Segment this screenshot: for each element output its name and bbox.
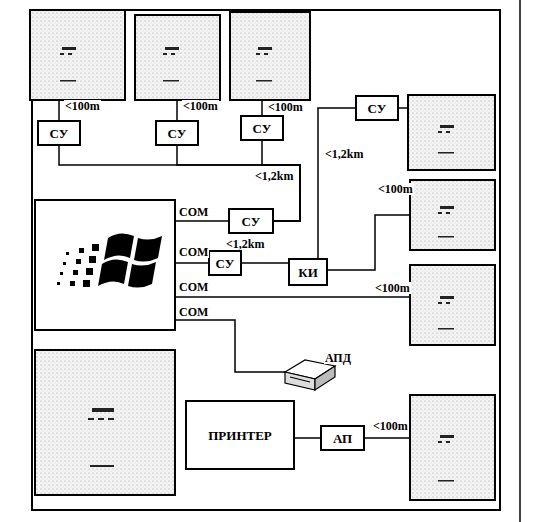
box-label: СУ	[50, 127, 69, 140]
distance-label: <100m	[374, 282, 411, 294]
device-box: КИ	[288, 258, 328, 286]
box-label: СУ	[216, 257, 235, 270]
device-box: ПРИНТЕР	[185, 400, 295, 470]
distance-label: <100m	[64, 100, 101, 112]
box-label: СУ	[168, 127, 187, 140]
device-box: СУ	[208, 250, 242, 276]
device-box: АП	[320, 425, 365, 451]
device-box: СУ	[240, 115, 284, 141]
computer	[35, 200, 175, 330]
distance-label: АПД	[324, 352, 352, 364]
device-box: СУ	[37, 120, 81, 146]
page-edge	[519, 0, 521, 522]
distance-label: <1,2km	[225, 238, 266, 250]
box-label: СУ	[368, 102, 387, 115]
device-box: СУ	[355, 95, 399, 121]
distance-label: COM	[178, 246, 209, 258]
distance-label: <1,2km	[254, 170, 295, 182]
terminal-screens	[30, 10, 495, 500]
distance-label: <100m	[372, 420, 409, 432]
distance-label: <100m	[267, 101, 304, 113]
modem-icon	[285, 360, 335, 390]
box-label: КИ	[298, 266, 318, 279]
distance-label: COM	[178, 281, 209, 293]
distance-label: <100m	[182, 100, 219, 112]
box-label: ПРИНТЕР	[208, 429, 272, 442]
connector	[295, 438, 320, 439]
connector	[242, 263, 288, 264]
distance-label: COM	[178, 306, 209, 318]
box-label: АП	[333, 432, 352, 445]
box-label: СУ	[242, 215, 261, 228]
wires	[59, 100, 410, 438]
screen-marks	[60, 47, 454, 482]
box-label: СУ	[253, 122, 272, 135]
windows-logo	[57, 233, 162, 287]
connector	[318, 108, 355, 258]
device-box: СУ	[228, 208, 274, 234]
device-box: СУ	[155, 120, 199, 146]
distance-label: <1,2km	[324, 148, 365, 160]
distance-label: <100m	[377, 183, 414, 195]
distance-label: COM	[178, 206, 209, 218]
